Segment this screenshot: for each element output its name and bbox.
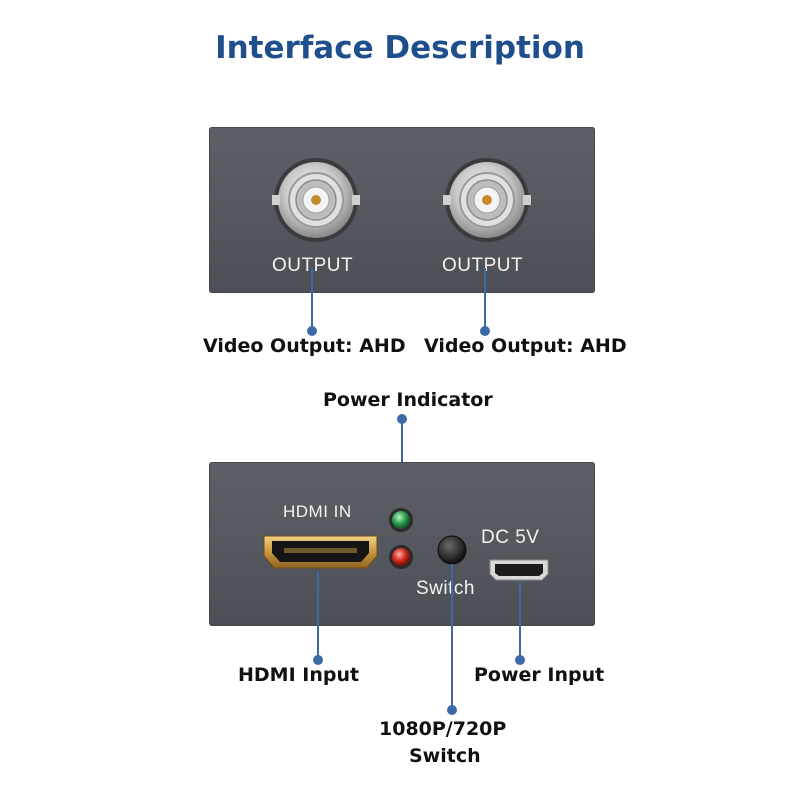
leader-dot-output-left [307,326,317,336]
hdmi-in-label: HDMI IN [283,502,352,521]
page-title: Interface Description [215,30,585,66]
output-label-right: OUTPUT [442,255,524,276]
caption-switch-line2: Switch [409,745,481,767]
leader-line-power-input [519,582,521,660]
caption-power-indicator: Power Indicator [323,389,493,411]
leader-dot-switch [447,705,457,715]
bnc-connectors [272,158,531,242]
leader-dot-power-input [515,655,525,665]
caption-video-output-left: Video Output: AHD [203,335,406,357]
caption-power-input: Power Input [474,664,605,686]
leader-dot-output-right [480,326,490,336]
hdmi-port-icon [263,535,378,569]
dc-5v-label: DC 5V [481,527,540,548]
leader-line-output-left [311,268,313,330]
bnc-connector-icon [272,158,360,242]
leader-line-hdmi-input [317,572,319,660]
caption-hdmi-input: HDMI Input [238,664,360,686]
output-label-left: OUTPUT [272,255,354,276]
caption-switch-line1: 1080P/720P [379,718,507,740]
bnc-connector-icon [443,158,531,242]
bottom-panel-ports [263,508,549,581]
leader-dot-hdmi-input [313,655,323,665]
caption-video-output-right: Video Output: AHD [424,335,627,357]
leader-line-output-right [484,268,486,330]
top-device-panel: OUTPUT OUTPUT [209,127,595,293]
switch-label: Switch [416,578,475,599]
bottom-device-panel: HDMI IN DC 5V Switch [209,462,595,626]
leader-line-switch [451,564,453,710]
micro-usb-port-icon [489,559,549,581]
led-green-icon [389,508,413,532]
led-red-icon [389,545,413,569]
push-button-icon [437,535,467,565]
